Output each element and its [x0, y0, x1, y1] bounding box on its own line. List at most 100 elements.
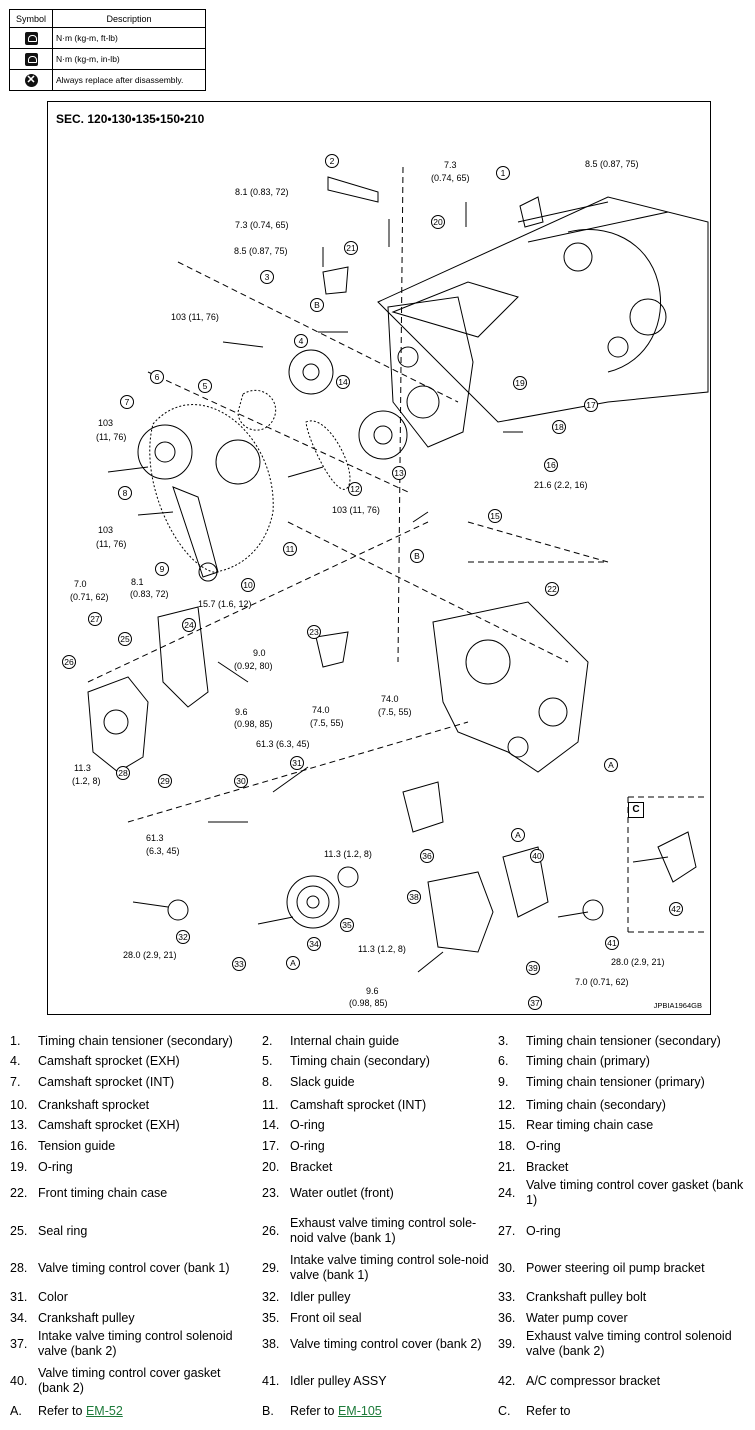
torque-label: (0.83, 72) — [130, 589, 169, 599]
callout-3: 3 — [260, 270, 274, 284]
callout-10: 10 — [241, 578, 255, 592]
torque-label: (0.98, 85) — [234, 719, 273, 729]
torque-label: 8.5 (0.87, 75) — [585, 159, 639, 169]
callout-32: 32 — [176, 930, 190, 944]
torque-label: (0.71, 62) — [70, 592, 109, 602]
torque-label: (0.74, 65) — [431, 173, 470, 183]
callout-13: 13 — [392, 466, 406, 480]
legend-row: 28.Valve timing control cover (bank 1) 2… — [10, 1253, 705, 1282]
diagram-drawing — [87, 166, 709, 973]
ref-marker-b: B — [310, 298, 324, 312]
callout-31: 31 — [290, 756, 304, 770]
link-em-52[interactable]: EM-52 — [85, 1403, 123, 1418]
legend-row: 25.Seal ring 26.Exhaust valve timing con… — [10, 1216, 561, 1245]
figure-id: JPBIA1964GB — [653, 1001, 702, 1010]
symbol-header: Symbol — [9, 9, 53, 28]
callout-2: 2 — [325, 154, 339, 168]
callout-30: 30 — [234, 774, 248, 788]
torque-label: 28.0 (2.9, 21) — [123, 950, 177, 960]
torque-ftlb-icon — [24, 31, 38, 45]
torque-label: 74.0 — [312, 705, 330, 715]
legend-row: 16.Tension guide 17.O-ring 18.O-ring — [10, 1138, 561, 1154]
torque-label: (0.92, 80) — [234, 661, 273, 671]
link-em-105[interactable]: EM-105 — [337, 1403, 382, 1418]
torque-label: 15.7 (1.6, 12) — [198, 599, 252, 609]
callout-37: 37 — [528, 996, 542, 1010]
callout-27: 27 — [88, 612, 102, 626]
callout-34: 34 — [307, 937, 321, 951]
torque-label: (11, 76) — [96, 539, 127, 549]
callout-14: 14 — [336, 375, 350, 389]
callout-7: 7 — [120, 395, 134, 409]
callout-36: 36 — [420, 849, 434, 863]
torque-label: (1.2, 8) — [72, 776, 101, 786]
callout-4: 4 — [294, 334, 308, 348]
callout-35: 35 — [340, 918, 354, 932]
torque-inlb-icon — [24, 52, 38, 66]
torque-label: 9.0 — [253, 648, 266, 658]
torque-label: 103 — [98, 525, 114, 535]
torque-label: 9.6 — [366, 986, 379, 996]
section-title: SEC. 120•130•135•150•210 — [56, 112, 205, 126]
callout-24: 24 — [182, 618, 196, 632]
torque-label: 8.1 — [131, 577, 144, 587]
torque-label: 11.3 (1.2, 8) — [358, 944, 406, 954]
callout-33: 33 — [232, 957, 246, 971]
callout-5: 5 — [198, 379, 212, 393]
legend-row: 31.Color 32.Idler pulley 33.Crankshaft p… — [10, 1289, 647, 1305]
callout-22: 22 — [545, 582, 559, 596]
callout-19: 19 — [513, 376, 527, 390]
callout-11: 11 — [283, 542, 297, 556]
callout-26: 26 — [62, 655, 76, 669]
symbol-desc-2: N·m (kg-m, in-lb) — [52, 48, 206, 70]
torque-label: 7.0 — [74, 579, 87, 589]
callout-42: 42 — [669, 902, 683, 916]
legend-row: 37.Intake valve timing control solenoid … — [10, 1329, 732, 1358]
replace-icon: ✕ — [24, 73, 38, 87]
callout-21: 21 — [344, 241, 358, 255]
callout-6: 6 — [150, 370, 164, 384]
legend-row: 10.Crankshaft sprocket 11.Camshaft sproc… — [10, 1097, 666, 1113]
callout-25: 25 — [118, 632, 132, 646]
callout-18: 18 — [552, 420, 566, 434]
symbol-desc-1: N·m (kg-m, ft-lb) — [52, 27, 206, 49]
torque-label: 7.0 (0.71, 62) — [575, 977, 629, 987]
torque-label: 74.0 — [381, 694, 399, 704]
torque-label: 11.3 (1.2, 8) — [324, 849, 372, 859]
symbol-desc-3: Always replace after disassembly. — [52, 69, 206, 91]
callout-28: 28 — [116, 766, 130, 780]
torque-label: 103 (11, 76) — [332, 505, 380, 515]
torque-label: 103 (11, 76) — [171, 312, 219, 322]
torque-label: 8.5 (0.87, 75) — [234, 246, 288, 256]
torque-label: (7.5, 55) — [378, 707, 412, 717]
callout-9: 9 — [155, 562, 169, 576]
callout-8: 8 — [118, 486, 132, 500]
torque-label: 103 — [98, 418, 114, 428]
legend-row: 34.Crankshaft pulley 35.Front oil seal 3… — [10, 1310, 628, 1326]
torque-label: 21.6 (2.2, 16) — [534, 480, 588, 490]
legend-row: 1.Timing chain tensioner (secondary) 2.I… — [10, 1033, 721, 1049]
detail-callout-c: C — [628, 802, 644, 818]
legend-row: 19.O-ring 20.Bracket 21.Bracket — [10, 1159, 569, 1175]
callout-38: 38 — [407, 890, 421, 904]
callout-12: 12 — [348, 482, 362, 496]
symbol-table: Symbol Description N·m (kg-m, ft-lb) N·m… — [9, 9, 206, 91]
torque-label: (7.5, 55) — [310, 718, 344, 728]
torque-label: 7.3 (0.74, 65) — [235, 220, 289, 230]
torque-label: 8.1 (0.83, 72) — [235, 187, 289, 197]
torque-label: 61.3 — [146, 833, 164, 843]
ref-marker-b: B — [410, 549, 424, 563]
callout-15: 15 — [488, 509, 502, 523]
callout-20: 20 — [431, 215, 445, 229]
callout-40: 40 — [530, 849, 544, 863]
ref-marker-a: A — [604, 758, 618, 772]
legend-row: 7.Camshaft sprocket (INT) 8.Slack guide … — [10, 1074, 705, 1090]
torque-label: 9.6 — [235, 707, 248, 717]
torque-label: (11, 76) — [96, 432, 127, 442]
torque-label: 7.3 — [444, 160, 457, 170]
exploded-diagram: SEC. 120•130•135•150•210 2 1 20 21 3 4 5… — [47, 101, 711, 1015]
ref-marker-a: A — [511, 828, 525, 842]
torque-label: (0.98, 85) — [349, 998, 388, 1008]
torque-label: 28.0 (2.9, 21) — [611, 957, 665, 967]
torque-label: (6.3, 45) — [146, 846, 180, 856]
